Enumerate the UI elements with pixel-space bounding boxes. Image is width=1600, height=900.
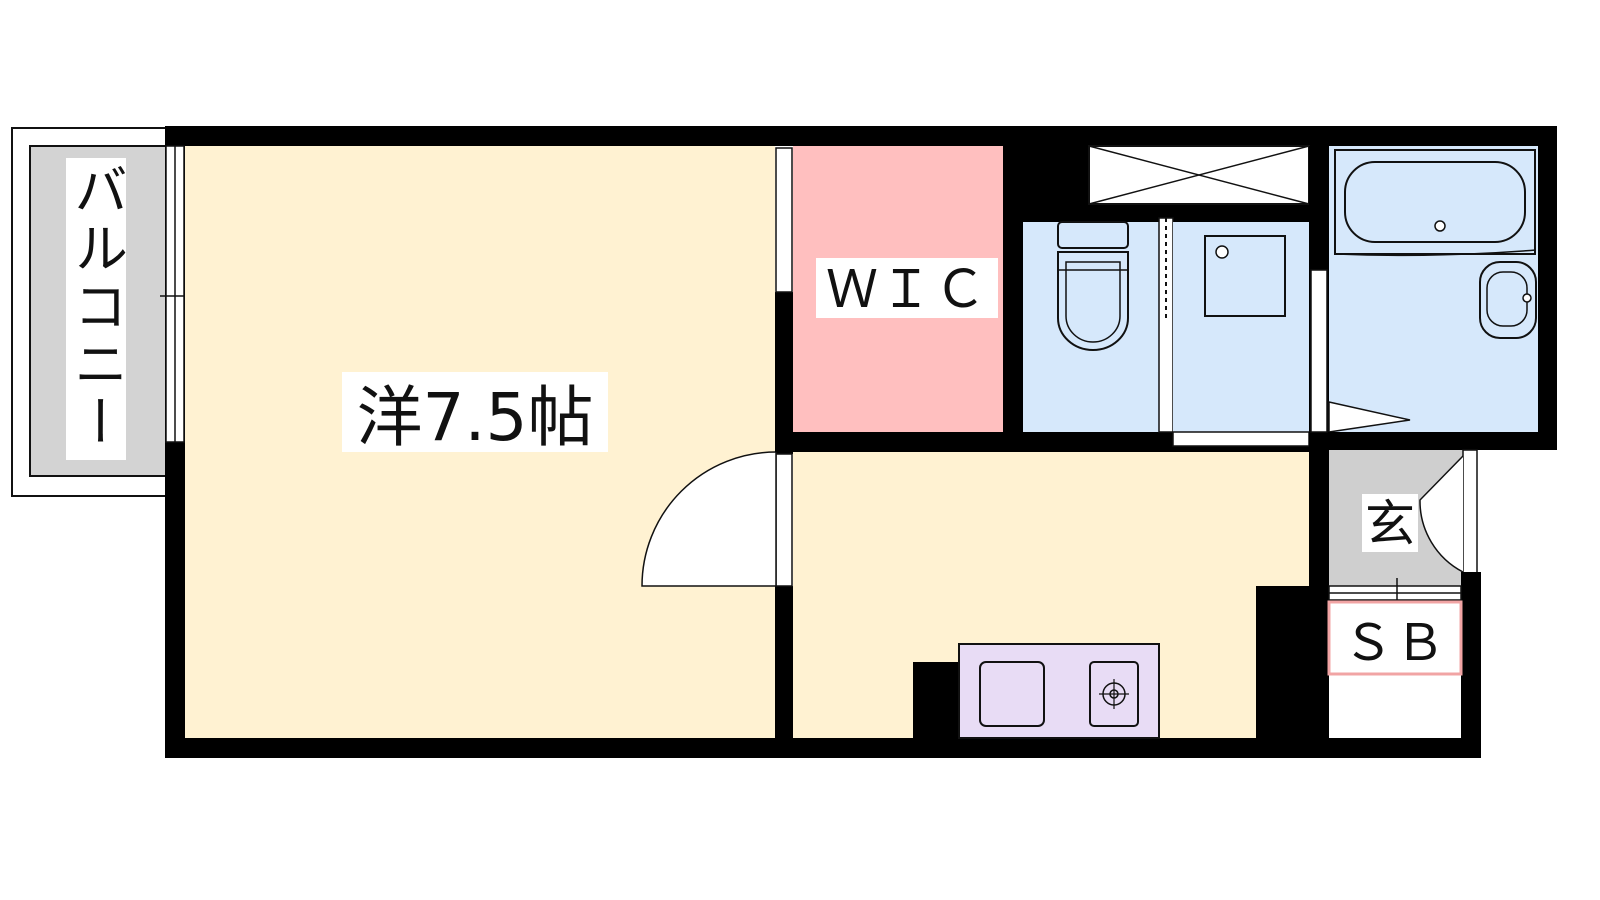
toilet-bowl (1057, 251, 1129, 351)
wall-block-lower-right (1256, 586, 1329, 738)
wall-entrance-right (1461, 572, 1481, 758)
balcony-label-bg (66, 158, 126, 460)
entrance-door-swing (1419, 455, 1464, 573)
outer-wall-top (165, 126, 1557, 146)
bathroom-wall-curve (1335, 249, 1537, 257)
laundry-cross-b (1088, 145, 1310, 205)
entrance-door-frame (1462, 449, 1478, 587)
wall-block-top (1023, 146, 1089, 206)
toilet (1057, 221, 1129, 351)
western-room-label: 洋7.5帖 (357, 379, 594, 456)
sink-icon (979, 661, 1045, 727)
entrance-label: 玄 (1365, 495, 1415, 553)
wash-basin-bowl (1486, 271, 1528, 327)
shoe-box (1327, 600, 1463, 676)
bathtub-inner (1344, 161, 1526, 243)
wall-wic-right (1003, 146, 1023, 452)
room-door-jamb (775, 453, 793, 587)
bathtub-drain-icon (1434, 220, 1446, 232)
wic-label: ＷＩＣ (826, 260, 988, 320)
wall-toilet-top (1023, 204, 1313, 222)
bathroom-door (1328, 401, 1411, 433)
faucet-icon (1522, 293, 1532, 303)
wall-room-right-lower (775, 586, 793, 738)
washroom-door (1172, 431, 1310, 447)
wash-basin (1479, 261, 1537, 339)
bathroom-left-jamb (1310, 269, 1328, 433)
balcony-label: バルコニー (65, 162, 128, 452)
toilet-seat (1065, 261, 1121, 343)
kitchen-counter (958, 643, 1160, 739)
shoe-box-label: ＳＢ (1343, 614, 1447, 672)
toilet-tank (1057, 221, 1129, 249)
wall-bath-bottom (1309, 432, 1557, 450)
wic-label-bg (816, 258, 998, 318)
outer-wall-bottom (165, 738, 1481, 758)
wall-fridge-block (913, 662, 959, 738)
outer-wall-right-upper (1538, 126, 1557, 436)
entrance-label-bg (1362, 494, 1418, 552)
room-door-swing (641, 451, 777, 587)
wall-kitchen-right (1309, 450, 1329, 586)
balcony: バルコニー (11, 127, 173, 497)
drain-icon (1215, 245, 1229, 259)
wall-room-right-upper (775, 292, 793, 454)
wic-opening (775, 147, 793, 293)
western-room-label-bg (342, 372, 608, 452)
